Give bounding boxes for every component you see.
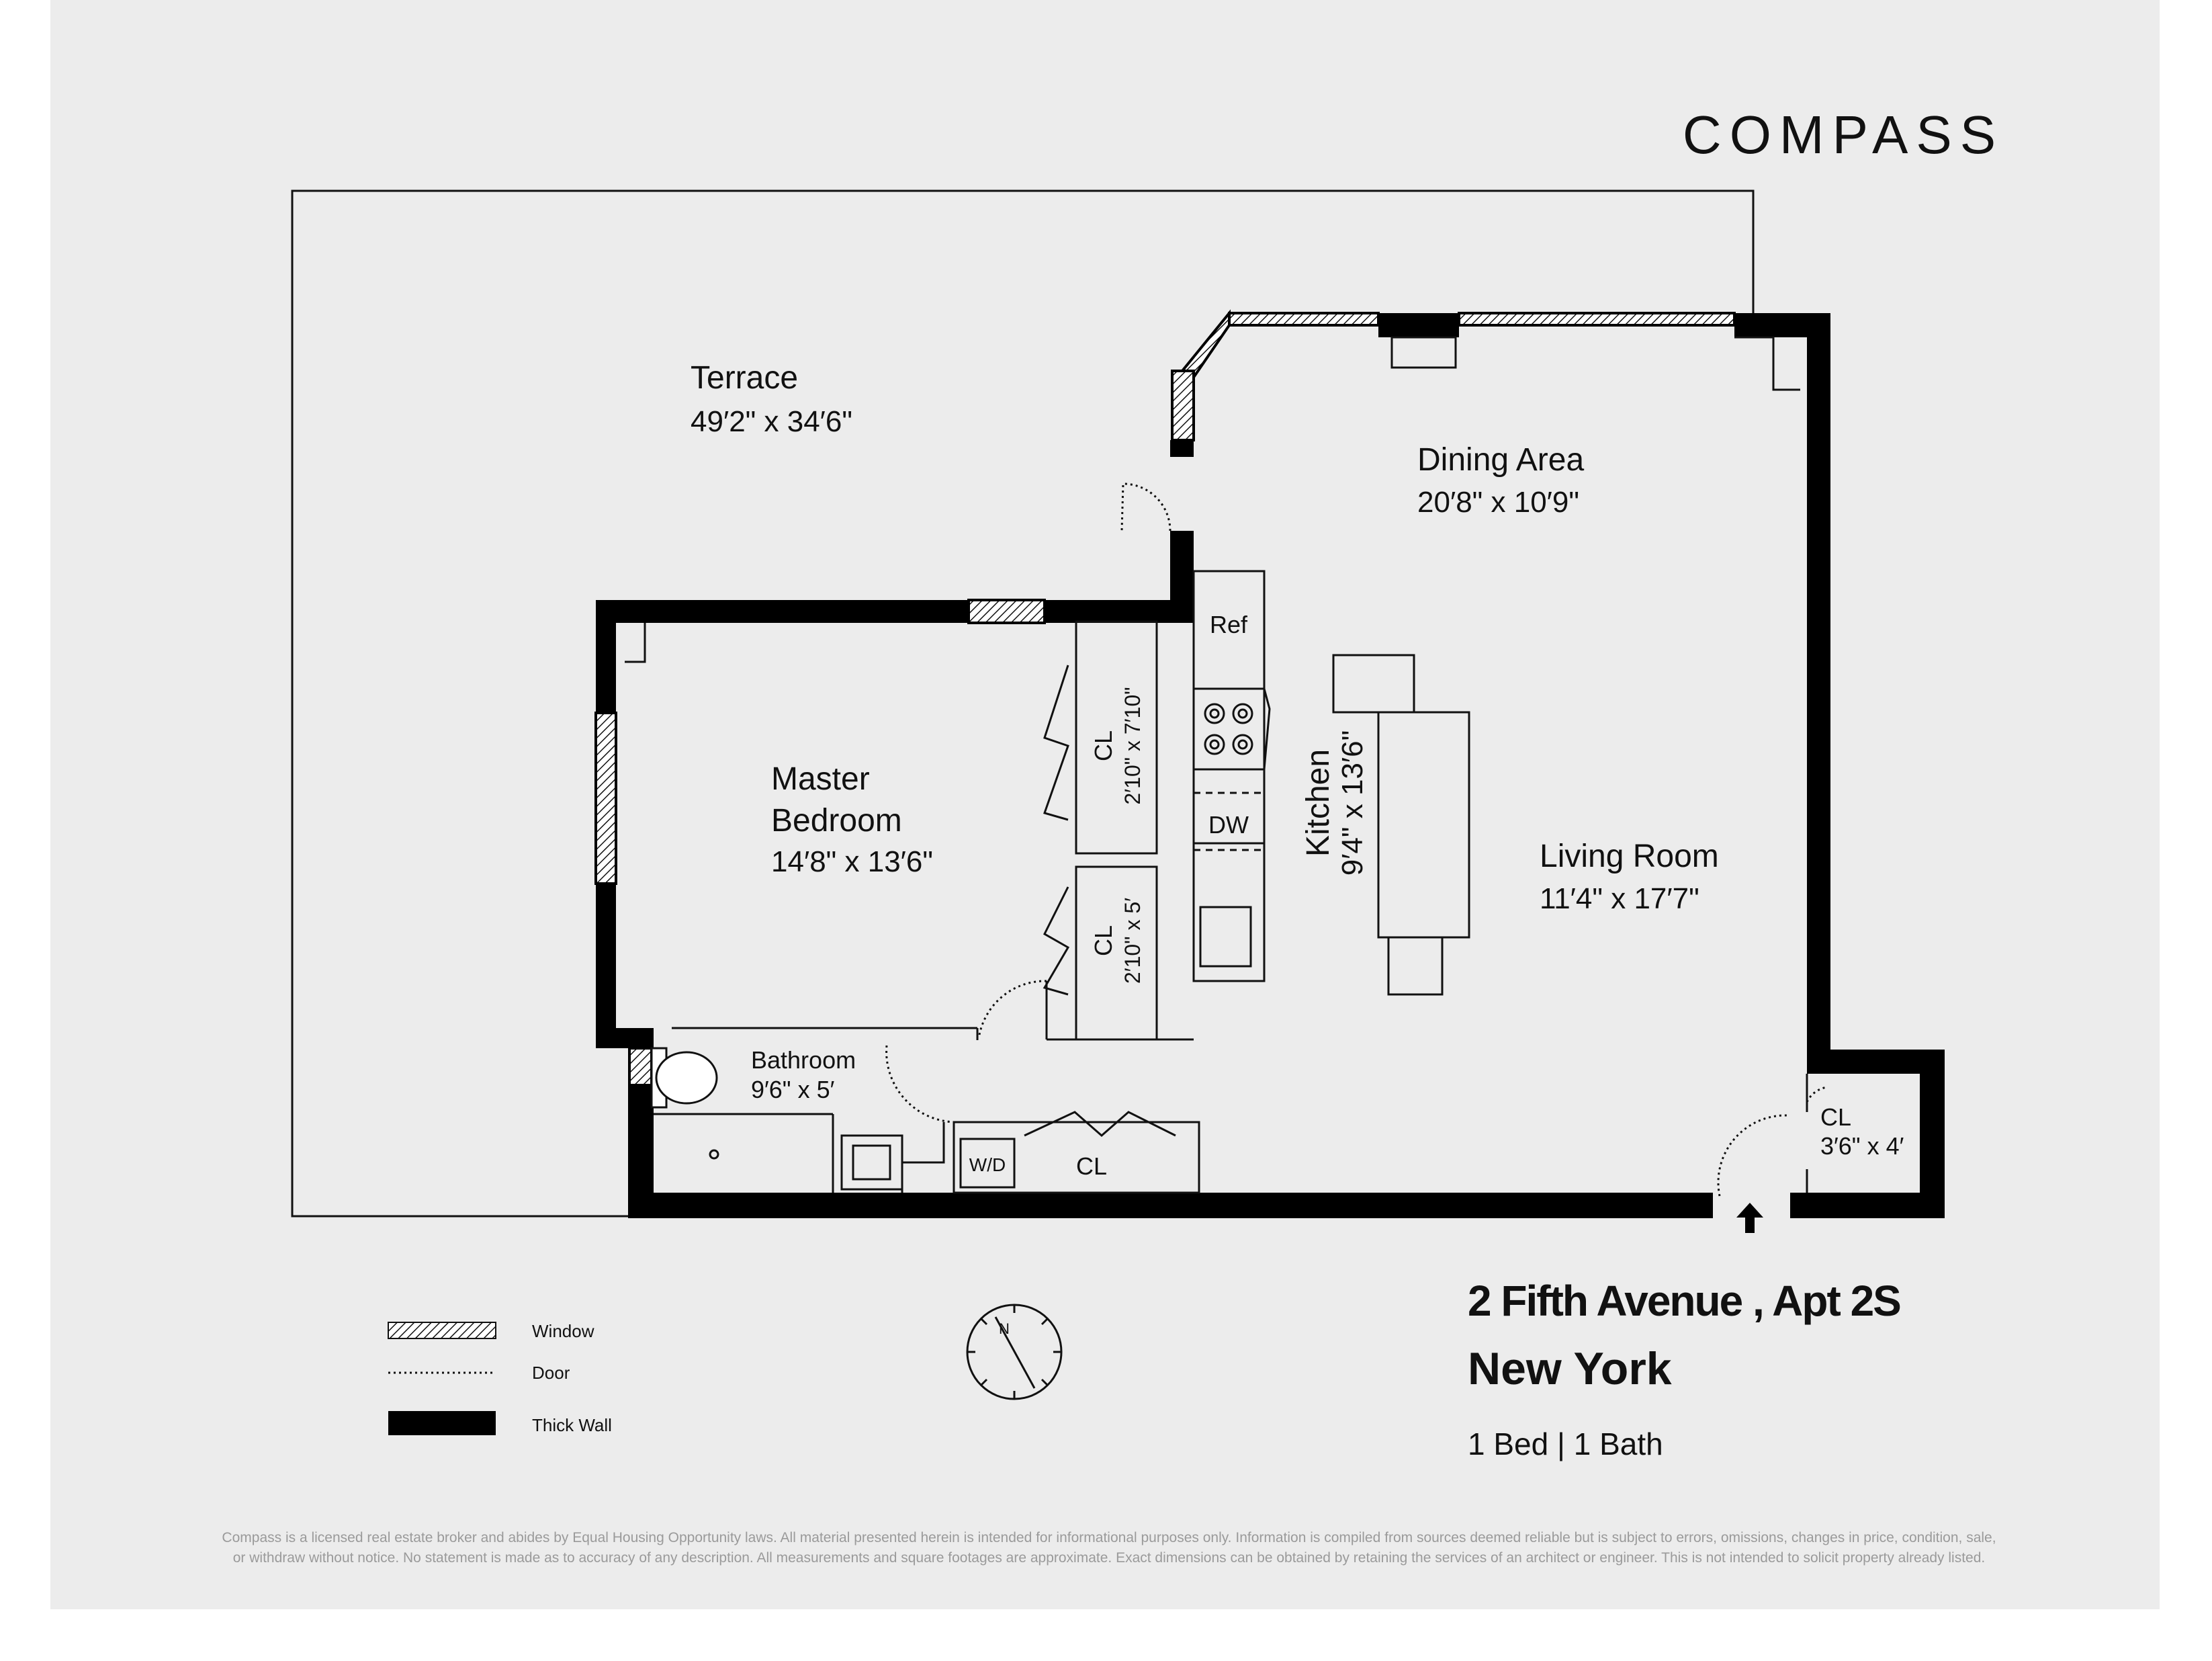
closet2-name: CL bbox=[1090, 925, 1117, 956]
compass-rose-icon: N bbox=[966, 1304, 1063, 1400]
toilet bbox=[650, 1047, 718, 1109]
tub-drain bbox=[709, 1149, 719, 1160]
closet1-name: CL bbox=[1090, 730, 1117, 761]
closet1-dims: 2′10" x 7′10" bbox=[1120, 687, 1145, 804]
legend: Window Door Thick Wall bbox=[388, 1321, 612, 1435]
wd-label: W/D bbox=[969, 1154, 1006, 1175]
kitchen-dims: 9′4" x 13′6" bbox=[1336, 730, 1369, 876]
bathroom-dims: 9′6" x 5′ bbox=[751, 1076, 835, 1103]
ref-label: Ref bbox=[1210, 611, 1248, 638]
room-labels: Terrace 49′2" x 34′6" Dining Area 20′8" … bbox=[691, 360, 1904, 1180]
dining-name: Dining Area bbox=[1417, 442, 1584, 478]
legend-window-swatch bbox=[388, 1322, 496, 1339]
bifold-doors bbox=[1024, 665, 1176, 1137]
bathroom-name: Bathroom bbox=[751, 1046, 856, 1074]
terrace-name: Terrace bbox=[691, 360, 798, 396]
door-swings bbox=[885, 482, 1828, 1197]
entrance-arrow-icon bbox=[1736, 1203, 1763, 1233]
terrace-dims: 49′2" x 34′6" bbox=[691, 405, 852, 438]
living-dims: 11′4" x 17′7" bbox=[1540, 882, 1699, 915]
listing-address: 2 Fifth Avenue , Apt 2S bbox=[1468, 1277, 1900, 1325]
master-name-1: Master bbox=[771, 761, 870, 797]
dining-dims: 20′8" x 10′9" bbox=[1417, 486, 1579, 519]
compass-rose-letter: N bbox=[999, 1320, 1010, 1337]
stove-burners bbox=[1204, 703, 1253, 755]
legend-door-label: Door bbox=[532, 1363, 570, 1383]
disclaimer-line-2: or withdraw without notice. No statement… bbox=[233, 1550, 1986, 1566]
master-name-2: Bedroom bbox=[771, 803, 902, 839]
closet3-dims: 3′6" x 4′ bbox=[1820, 1132, 1904, 1160]
terrace-outline bbox=[291, 189, 1755, 1218]
compass-logo: COMPASS bbox=[1683, 105, 2004, 165]
dw-label: DW bbox=[1208, 811, 1249, 839]
listing-summary: 1 Bed | 1 Bath bbox=[1468, 1426, 1663, 1461]
closet2-dims: 2′10" x 5′ bbox=[1120, 898, 1145, 984]
closet4-name: CL bbox=[1076, 1152, 1107, 1180]
interior-lines bbox=[625, 336, 1808, 1194]
legend-wall-label: Thick Wall bbox=[532, 1415, 612, 1435]
disclaimer-line-1: Compass is a licensed real estate broker… bbox=[222, 1530, 1996, 1545]
legend-wall-swatch bbox=[388, 1411, 496, 1435]
thick-walls bbox=[596, 313, 1945, 1218]
master-dims: 14′8" x 13′6" bbox=[771, 845, 933, 878]
kitchen-name: Kitchen bbox=[1300, 749, 1336, 857]
closet3-name: CL bbox=[1820, 1103, 1851, 1131]
listing-city: New York bbox=[1468, 1343, 1672, 1394]
living-name: Living Room bbox=[1540, 839, 1719, 874]
legend-window-label: Window bbox=[532, 1321, 594, 1341]
listing-info: 2 Fifth Avenue , Apt 2S New York 1 Bed |… bbox=[1468, 1277, 1902, 1461]
windows bbox=[594, 309, 1736, 1087]
